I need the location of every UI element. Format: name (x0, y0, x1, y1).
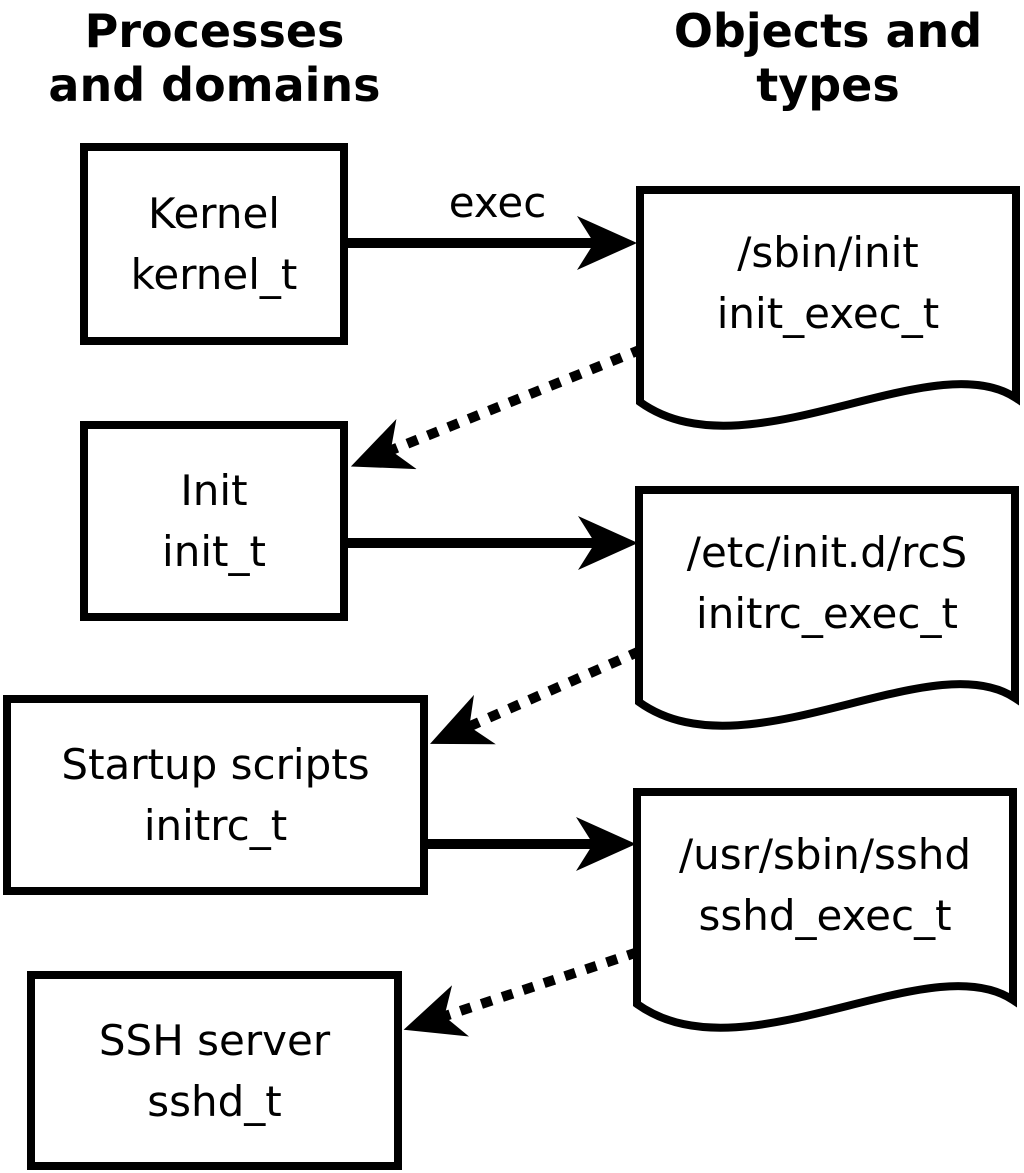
object-path: /etc/init.d/rcS (686, 528, 968, 577)
object-type: initrc_exec_t (696, 589, 958, 638)
column-header-objects-line2: types (756, 58, 900, 112)
object-path: /usr/sbin/sshd (678, 830, 972, 879)
process-name: Init (180, 466, 248, 515)
process-box-ssh-server: SSH server sshd_t (27, 971, 402, 1170)
transition-arrow-sbininit-to-init (350, 344, 644, 470)
transition-arrow-rcs-to-initrc (430, 646, 643, 745)
process-domain: sshd_t (147, 1076, 282, 1126)
transition-arrow-sshdexec-to-sshd (403, 947, 640, 1037)
object-doc-sbin-init: /sbin/init init_exec_t (636, 186, 1020, 438)
process-name: Kernel (148, 189, 280, 238)
document-shape-icon (636, 186, 1020, 430)
document-outline (635, 486, 1019, 730)
object-doc-sbin-init-label: /sbin/init init_exec_t (636, 222, 1020, 344)
process-domain: kernel_t (130, 250, 298, 299)
process-name: Startup scripts (61, 740, 370, 789)
process-box-startup-scripts-label: Startup scripts initrc_t (61, 734, 369, 856)
process-box-init-label: Init init_t (162, 460, 266, 582)
object-path: /sbin/init (737, 228, 919, 277)
process-box-startup-scripts: Startup scripts initrc_t (3, 695, 428, 895)
document-outline (636, 186, 1020, 430)
column-header-objects-line1: Objects and (673, 4, 983, 58)
object-type: sshd_exec_t (698, 891, 952, 940)
process-domain: initrc_t (143, 801, 288, 850)
column-header-processes-line2: and domains (48, 58, 381, 112)
process-box-kernel-label: Kernel kernel_t (131, 183, 298, 305)
document-shape-icon (635, 486, 1019, 730)
process-domain: init_t (162, 527, 266, 576)
object-doc-usr-sbin-sshd-label: /usr/sbin/sshd sshd_exec_t (633, 824, 1017, 946)
column-header-processes: Processes and domains (27, 4, 402, 112)
column-header-objects: Objects and types (638, 4, 1018, 112)
object-type: init_exec_t (716, 289, 940, 338)
document-outline (633, 788, 1017, 1032)
process-name: SSH server (98, 1015, 331, 1065)
object-doc-usr-sbin-sshd: /usr/sbin/sshd sshd_exec_t (633, 788, 1017, 1040)
process-box-ssh-server-label: SSH server sshd_t (99, 1010, 330, 1132)
process-box-init: Init init_t (80, 421, 348, 621)
column-header-processes-line1: Processes (84, 4, 345, 58)
document-shape-icon (633, 788, 1017, 1032)
object-doc-etc-initd-rcs-label: /etc/init.d/rcS initrc_exec_t (635, 522, 1019, 644)
exec-edge-label: exec (448, 178, 547, 227)
process-box-kernel: Kernel kernel_t (80, 143, 348, 345)
object-doc-etc-initd-rcs: /etc/init.d/rcS initrc_exec_t (635, 486, 1019, 738)
